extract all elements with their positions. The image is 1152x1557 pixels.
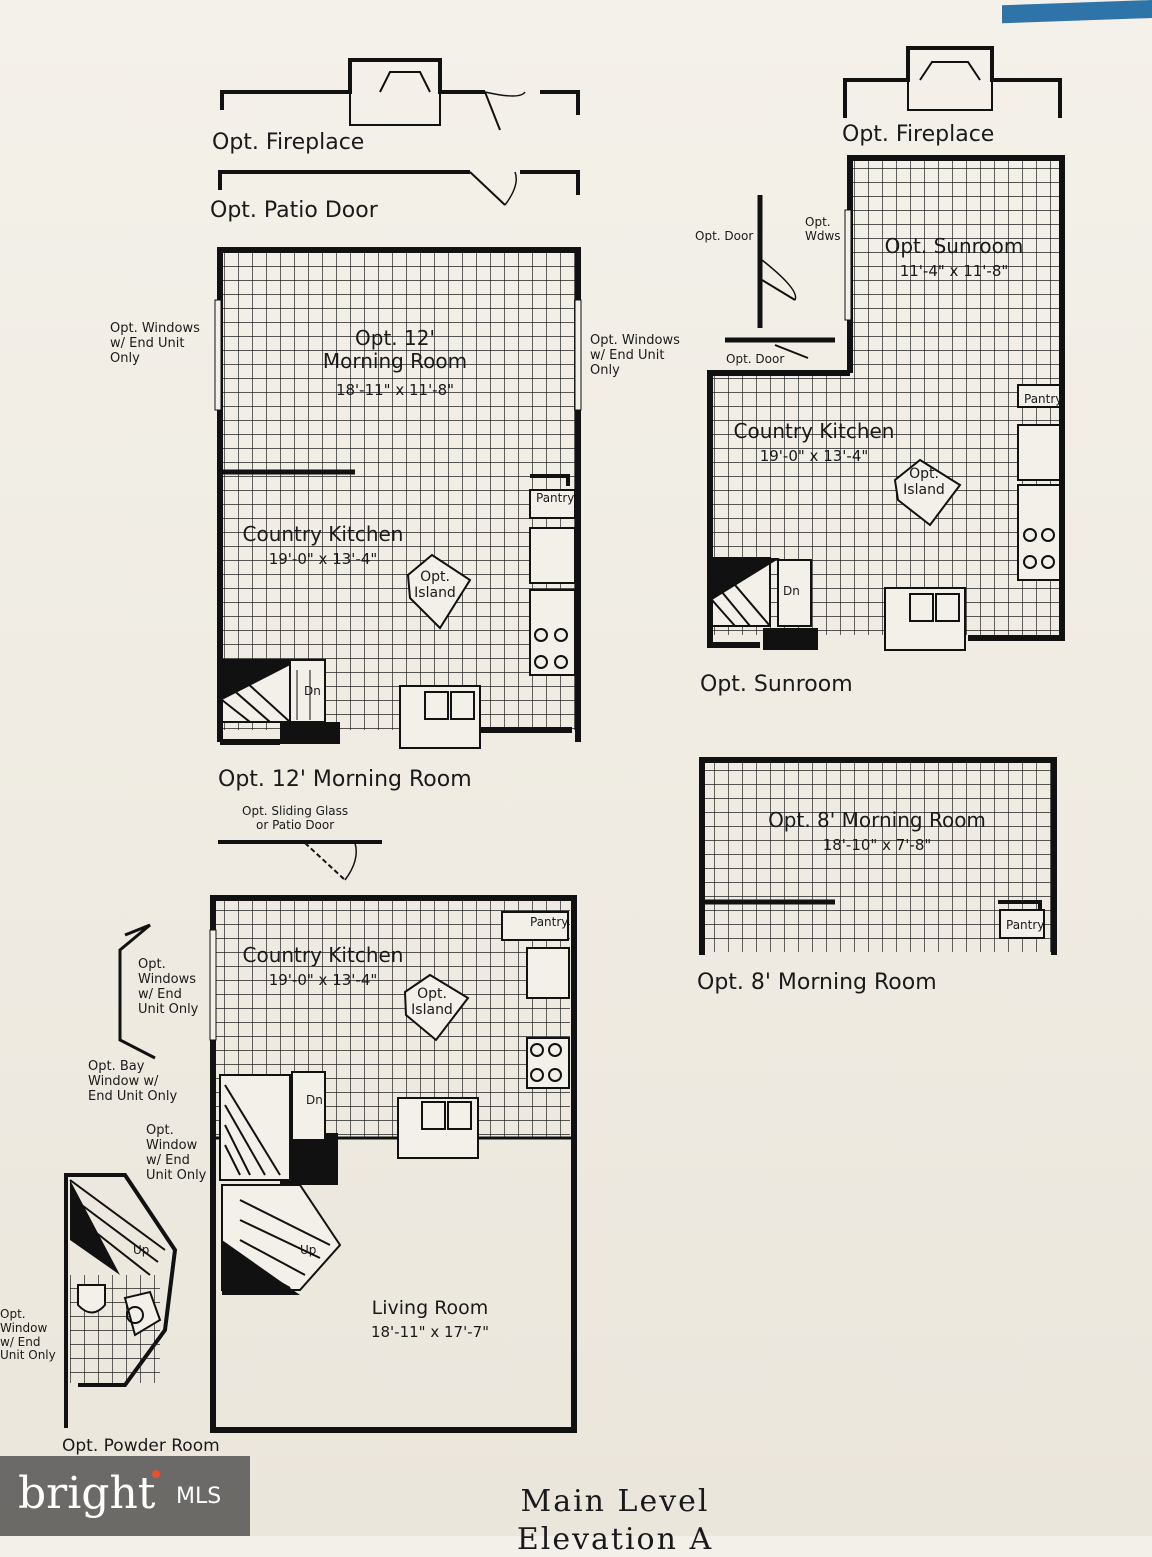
logo-brand-text: bright xyxy=(18,1468,156,1519)
plan-d-up-label: Up xyxy=(300,1243,317,1257)
plan-d-sliding-door-note: Opt. Sliding Glass or Patio Door xyxy=(242,804,349,832)
plan-b-island-label: Opt. Island xyxy=(903,466,945,499)
plan-a-patio-caption: Opt. Patio Door xyxy=(210,198,378,223)
plan-d-window-note: Opt. Window w/ End Unit Only xyxy=(146,1123,207,1183)
plan-b-sunroom-name: Opt. Sunroom xyxy=(884,234,1024,258)
bright-mls-logo: bright MLS xyxy=(0,1456,250,1536)
plan-a-windows-left-note: Opt. Windows w/ End Unit Only xyxy=(110,321,200,366)
plan-b-kitchen-name: Country Kitchen xyxy=(733,419,895,443)
plan-b-opt-wdws: Opt. Wdws xyxy=(805,215,841,243)
plan-d-kitchen-name: Country Kitchen xyxy=(242,943,404,967)
plan-d-windows-note: Opt. Windows w/ End Unit Only xyxy=(138,957,199,1017)
plan-a-windows-right-note: Opt. Windows w/ End Unit Only xyxy=(590,333,680,378)
page-title: Main Level xyxy=(520,1484,710,1519)
plan-b-opt-door-top: Opt. Door xyxy=(695,229,754,243)
plan-a-down-label: Dn xyxy=(304,684,321,698)
plan-b-opt-door-bottom: Opt. Door xyxy=(726,352,785,366)
plan-d-kitchen-dims: 19'-0" x 13'-4" xyxy=(268,971,378,989)
plan-b-down-label: Dn xyxy=(783,584,800,598)
plan-b-kitchen-dims: 19'-0" x 13'-4" xyxy=(759,447,869,465)
plan-a-morning-room-name: Opt. 12' Morning Room xyxy=(322,326,468,373)
plan-a-morning-room-dims: 18'-11" x 11'-8" xyxy=(335,381,455,399)
plan-d-bay-window-note: Opt. Bay Window w/ End Unit Only xyxy=(88,1059,178,1104)
plan-a-kitchen-dims: 19'-0" x 13'-4" xyxy=(268,550,378,568)
plan-a-caption: Opt. 12' Morning Room xyxy=(218,767,472,792)
plan-c-caption: Opt. 8' Morning Room xyxy=(697,970,937,995)
plan-a-island-label: Opt. Island xyxy=(414,569,456,602)
logo-suffix-text: MLS xyxy=(176,1484,222,1509)
plan-d-island-label: Opt. Island xyxy=(411,986,453,1019)
plan-c-room-dims: 18'-10" x 7'-8" xyxy=(822,836,932,854)
plan-a-fireplace-option xyxy=(220,58,580,131)
plan-d-down-label: Dn xyxy=(306,1093,323,1107)
plan-d-powder-caption: Opt. Powder Room xyxy=(62,1436,220,1456)
plan-c-pantry-label: Pantry xyxy=(1006,918,1045,932)
plan-a-morning-room-plan xyxy=(214,247,582,749)
plan-d-powder-window-note: Opt. Window w/ End Unit Only xyxy=(0,1307,56,1363)
plan-d-pantry-label: Pantry xyxy=(530,915,569,929)
plan-d-powder-up-label: Up xyxy=(133,1243,150,1257)
plan-d-living-name: Living Room xyxy=(371,1297,489,1319)
plan-c-morning-room-plan xyxy=(699,757,1057,955)
plan-b-fireplace-caption: Opt. Fireplace xyxy=(842,122,995,147)
logo-dot-icon xyxy=(152,1470,160,1478)
plan-a-pantry-label: Pantry xyxy=(536,491,575,505)
plan-d-living-dims: 18'-11" x 17'-7" xyxy=(370,1323,490,1341)
plan-a-fireplace-caption: Opt. Fireplace xyxy=(212,130,365,155)
plan-d-main-level-plan xyxy=(64,840,577,1433)
plan-b-sunroom-plan xyxy=(707,46,1065,651)
plan-b-sunroom-dims: 11'-4" x 11'-8" xyxy=(899,262,1009,280)
plan-b-caption: Opt. Sunroom xyxy=(700,672,853,697)
plan-a-kitchen-name: Country Kitchen xyxy=(242,522,404,546)
plan-c-room-name: Opt. 8' Morning Room xyxy=(768,808,986,832)
plan-b-pantry-label: Pantry xyxy=(1024,392,1063,406)
plan-a-patio-door-option xyxy=(218,170,580,206)
